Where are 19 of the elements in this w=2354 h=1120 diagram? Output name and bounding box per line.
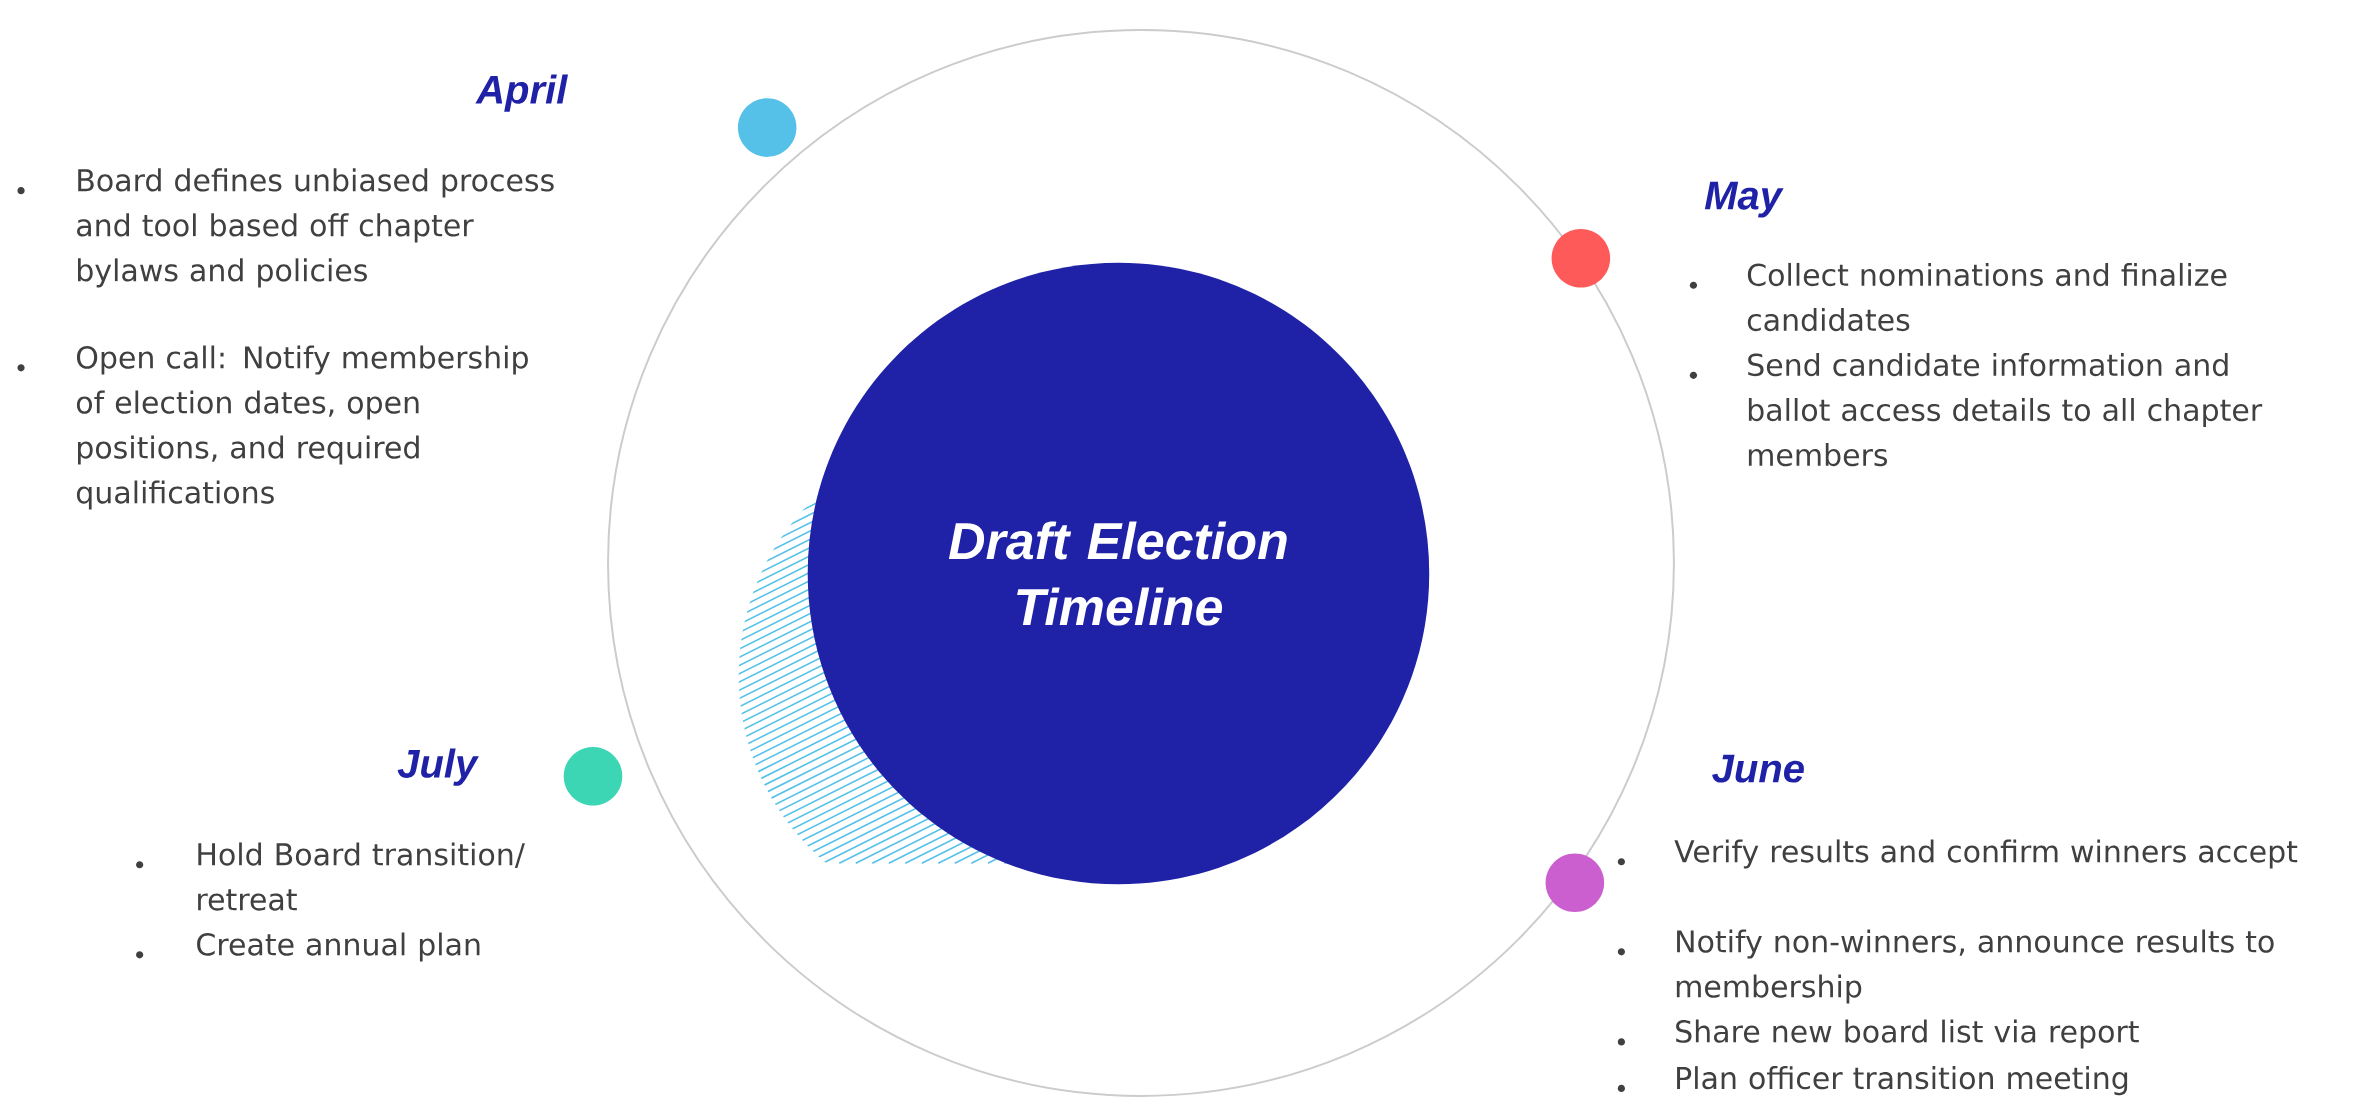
bullet-item: Open call: Notify membership of election dates, open positions, and required qualifications [17, 345, 528, 510]
timeline-ring [607, 29, 1675, 1097]
month-heading: July [397, 748, 479, 786]
bullet-item: Board defines unbiased process and tool based off chapter bylaws and policies [17, 168, 554, 288]
bullet-item: Collect nominations and finalize candidates [1689, 262, 2227, 332]
bullet-item: Hold Board transition/ retreat [136, 842, 525, 911]
bullet-item: Create annual plan [136, 932, 480, 962]
month-heading: May [1704, 181, 1784, 218]
month-heading: June [1712, 754, 1804, 783]
bullet-item: Verify results and confirm winners accept [1617, 839, 2298, 869]
bullet-item: Notify non-winners, announce results to membership [1617, 929, 2274, 1004]
timeline-dot [1545, 853, 1605, 913]
timeline-dot [737, 98, 797, 157]
bullet-item: Share new board list via report [1617, 1019, 2139, 1049]
timeline-dot [563, 746, 623, 806]
bullet-item: Send candidate information and ballot access details to all chapter members [1689, 353, 2263, 467]
month-heading: April [475, 74, 568, 112]
bullet-item: Plan officer transition meeting [1617, 1066, 2128, 1096]
timeline-dot [1551, 229, 1611, 288]
